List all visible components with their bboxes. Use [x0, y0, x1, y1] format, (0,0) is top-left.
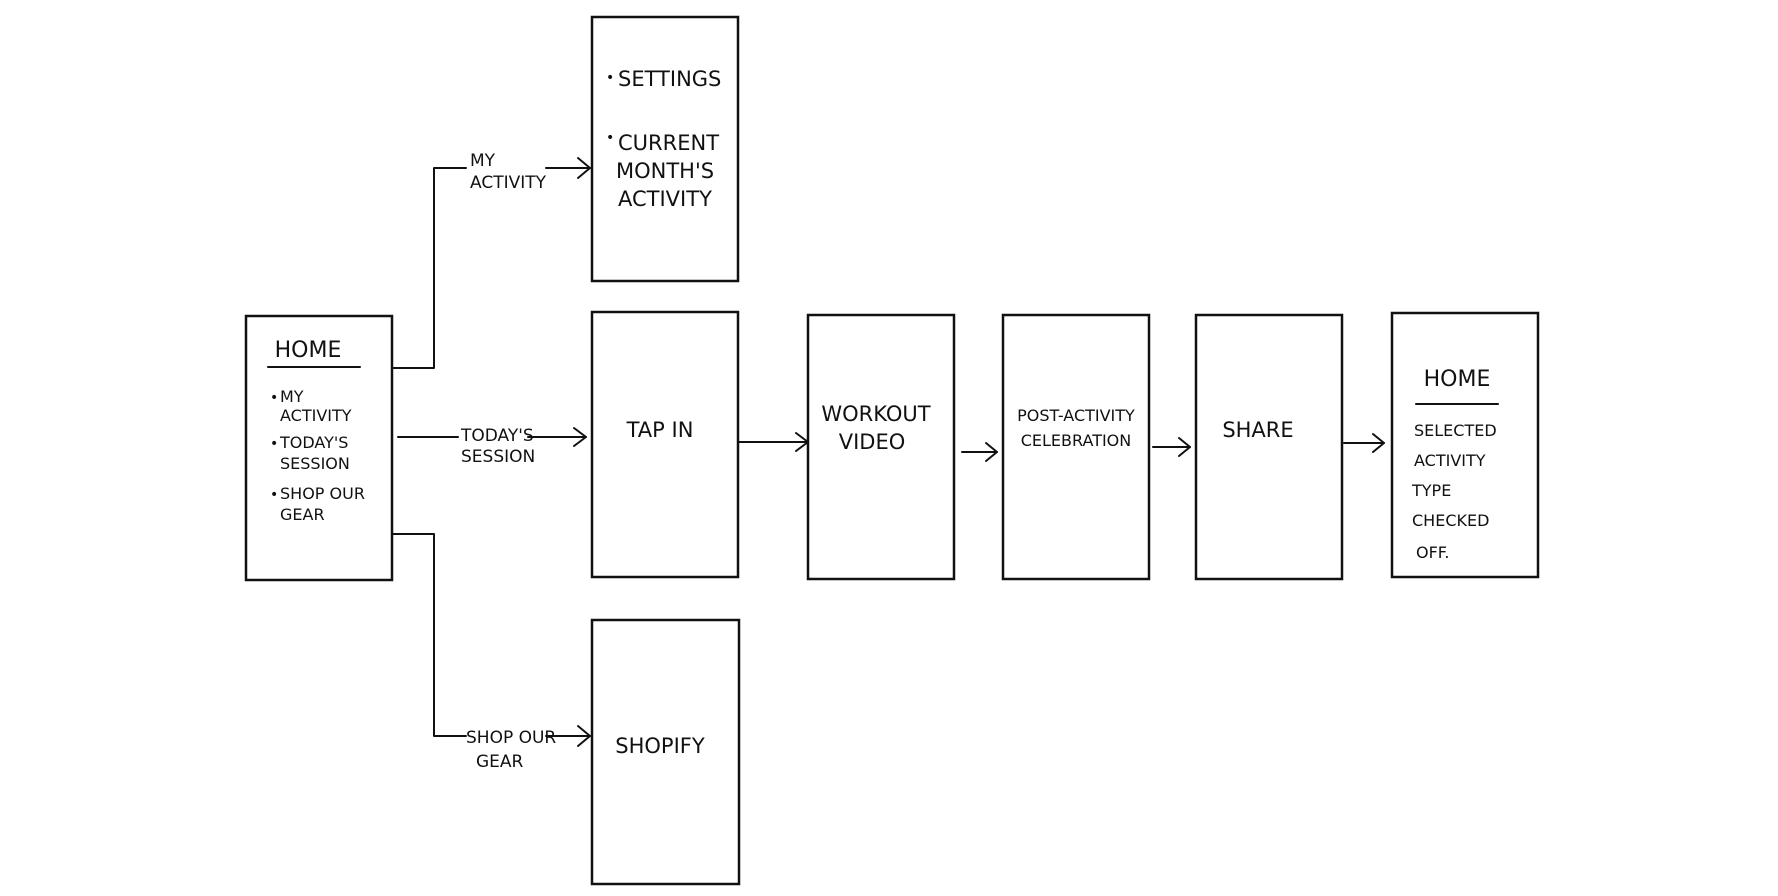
- workout-video-label-line2: VIDEO: [839, 430, 906, 454]
- home-final-text-line4: CHECKED: [1412, 511, 1489, 530]
- home-item-shop-line2: GEAR: [280, 505, 325, 524]
- share-screen: SHARE: [1194, 313, 1344, 581]
- shopify-screen: SHOPIFY: [590, 618, 741, 886]
- workout-video-screen: WORKOUT VIDEO: [806, 313, 956, 581]
- connector-todays-session: TODAY'S SESSION: [397, 426, 587, 467]
- arrow-post-to-share: [1152, 437, 1191, 457]
- workout-video-label-line1: WORKOUT: [821, 402, 930, 426]
- home-screen: HOME • MY ACTIVITY • TODAY'S SESSION • S…: [244, 314, 394, 582]
- home-bullet-2: •: [270, 436, 278, 452]
- post-activity-label-line2: CELEBRATION: [1021, 431, 1132, 450]
- home-final-title: HOME: [1424, 367, 1491, 392]
- home-final-text-line2: ACTIVITY: [1414, 451, 1486, 470]
- tap-in-screen-frame: [590, 310, 740, 579]
- home-item-my-line2: ACTIVITY: [280, 406, 352, 425]
- connector-my-activity-arrow-head: [577, 157, 591, 179]
- arrow-share-home-head: [1372, 433, 1385, 453]
- edge-label-todays-session-line2: SESSION: [461, 447, 535, 467]
- post-activity-screen-frame: [1001, 313, 1151, 581]
- my-activity-item-current: CURRENT: [618, 131, 719, 155]
- home-bullet-1: •: [270, 390, 278, 406]
- home-screen-frame: [244, 314, 394, 582]
- my-activity-bullet-1: •: [606, 70, 614, 86]
- my-activity-bullet-2: •: [606, 130, 614, 146]
- post-activity-screen: POST-ACTIVITY CELEBRATION: [1001, 313, 1151, 581]
- workout-video-screen-frame: [806, 313, 956, 581]
- tap-in-screen: TAP IN: [590, 310, 740, 579]
- home-item-my-line1: MY: [280, 387, 304, 406]
- my-activity-item-settings: SETTINGS: [618, 67, 721, 91]
- shopify-label: SHOPIFY: [615, 734, 705, 758]
- connector-my-activity: MY ACTIVITY: [391, 151, 591, 369]
- share-label: SHARE: [1222, 418, 1293, 442]
- arrow-workout-post-head: [985, 442, 998, 462]
- my-activity-screen: • SETTINGS • CURRENT MONTH'S ACTIVITY: [590, 15, 740, 283]
- shopify-screen-frame: [590, 618, 741, 886]
- home-final-screen: HOME SELECTED ACTIVITY TYPE CHECKED OFF.: [1390, 311, 1540, 579]
- my-activity-screen-frame: [590, 15, 740, 283]
- home-item-today-line1: TODAY'S: [279, 433, 348, 452]
- share-screen-frame: [1194, 313, 1344, 581]
- arrow-post-share-head: [1178, 437, 1191, 457]
- my-activity-item-activity: ACTIVITY: [618, 187, 712, 211]
- home-final-screen-frame: [1390, 311, 1540, 579]
- edge-label-shop-line2: GEAR: [476, 752, 524, 772]
- home-bullet-3: •: [270, 487, 278, 503]
- my-activity-item-months: MONTH'S: [616, 159, 714, 183]
- arrow-workout-to-post: [961, 442, 998, 462]
- connector-shop-our-gear-line: [391, 533, 467, 737]
- home-final-text-line3: TYPE: [1411, 481, 1451, 500]
- home-item-today-line2: SESSION: [280, 454, 350, 473]
- edge-label-todays-session-line1: TODAY'S: [460, 426, 534, 446]
- connector-todays-session-arrow-head: [573, 427, 587, 447]
- tap-in-label: TAP IN: [626, 418, 694, 442]
- connector-shop-our-gear: SHOP OUR GEAR: [391, 533, 591, 772]
- home-final-text-line1: SELECTED: [1414, 421, 1497, 440]
- arrow-tapin-to-workout: [737, 432, 809, 452]
- arrow-share-to-home: [1343, 433, 1385, 453]
- home-screen-title: HOME: [275, 338, 342, 363]
- post-activity-label-line1: POST-ACTIVITY: [1017, 406, 1135, 425]
- home-item-shop-line1: SHOP OUR: [280, 484, 365, 503]
- home-final-text-line5: OFF.: [1416, 543, 1450, 562]
- connector-shop-our-gear-arrow-head: [577, 725, 591, 747]
- connector-my-activity-line: [391, 167, 467, 369]
- edge-label-my-activity-line1: MY: [470, 151, 496, 171]
- edge-label-my-activity-line2: ACTIVITY: [470, 173, 547, 193]
- edge-label-shop-line1: SHOP OUR: [466, 728, 556, 748]
